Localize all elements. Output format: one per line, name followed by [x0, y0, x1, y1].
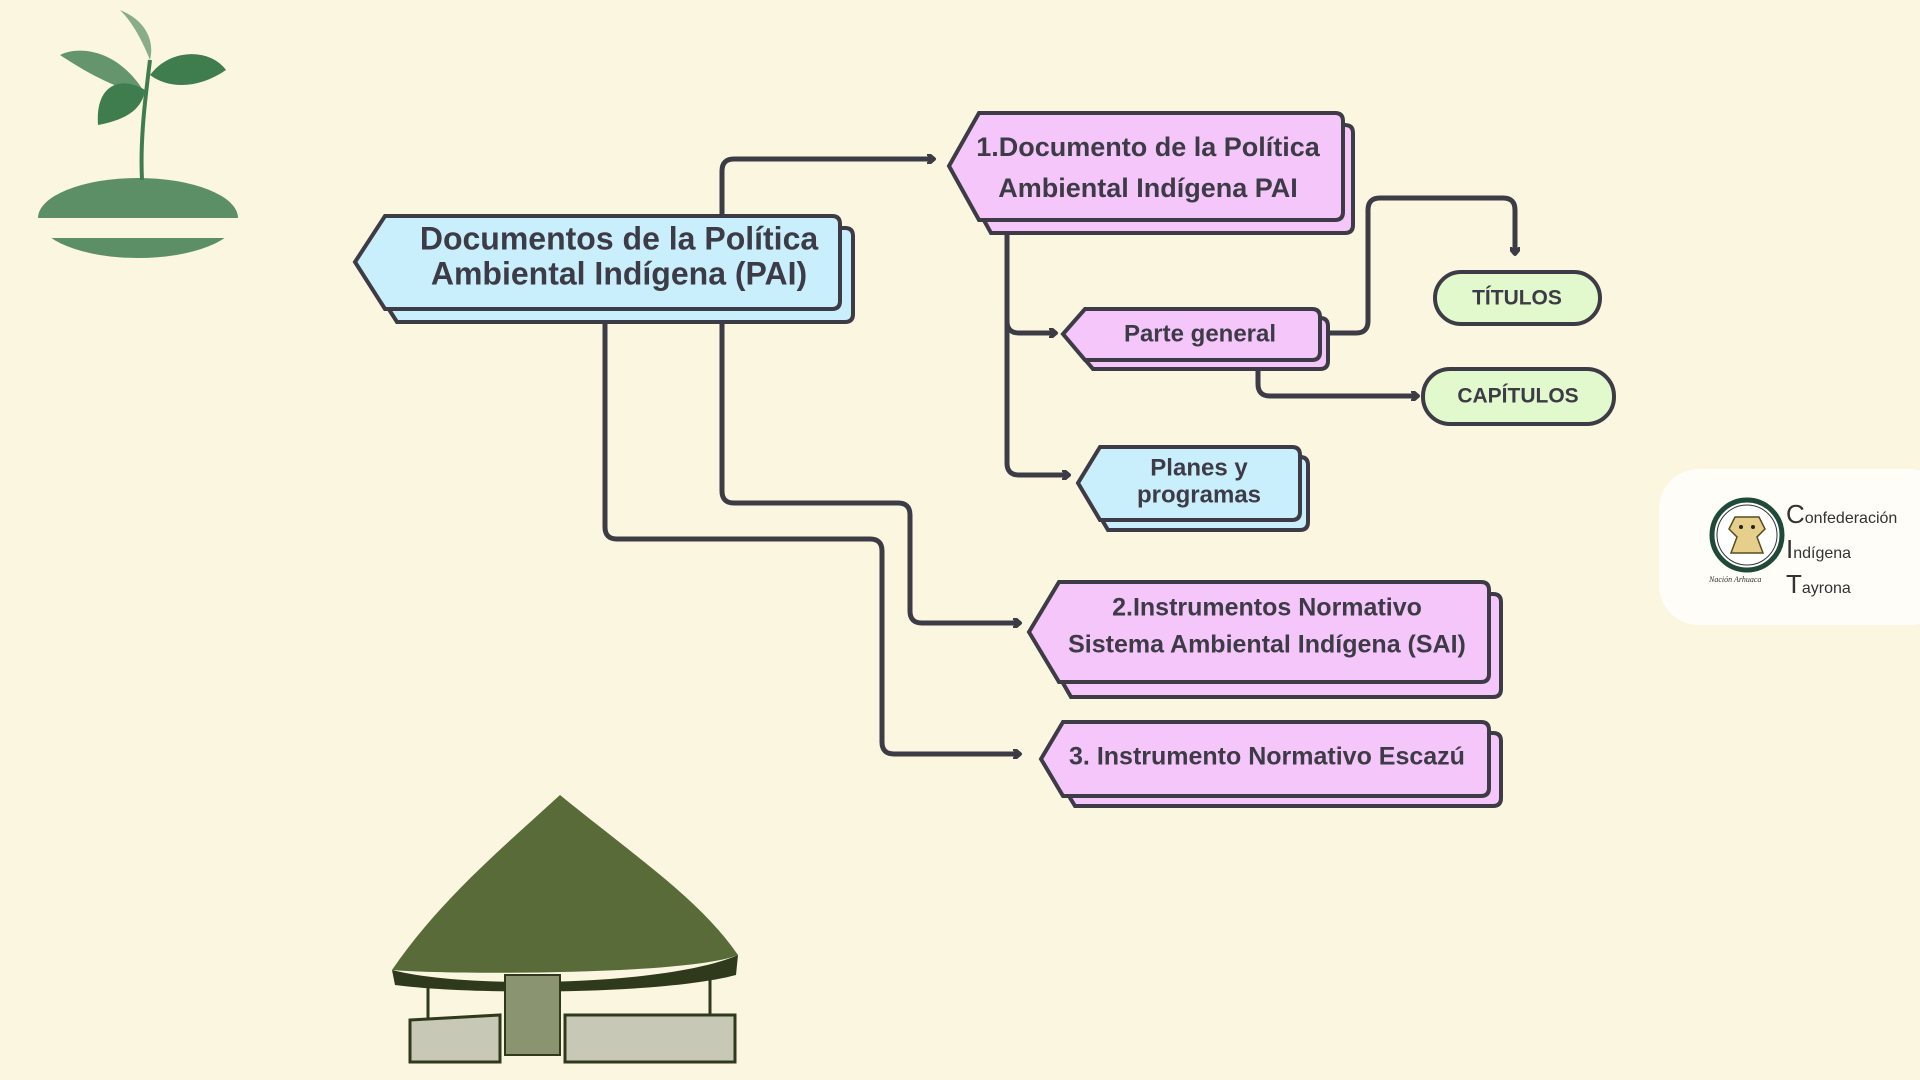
- planes-line2: programas: [1137, 481, 1261, 508]
- node-parte-general[interactable]: Parte general: [1060, 307, 1330, 371]
- node-capitulos[interactable]: CAPÍTULOS: [1421, 367, 1616, 426]
- root-node-line2: Ambiental Indígena (PAI): [431, 255, 807, 291]
- logo-initial-c: C: [1786, 499, 1805, 529]
- connector-node1-to-parte-general: [1004, 230, 1055, 333]
- logo-initial-i: I: [1786, 534, 1794, 564]
- root-node[interactable]: Documentos de la Política Ambiental Indí…: [352, 214, 855, 324]
- logo-initial-t: T: [1786, 569, 1802, 599]
- hut-illustration: [392, 795, 738, 1064]
- node1-line2: Ambiental Indígena PAI: [998, 173, 1298, 203]
- logo-caption: Nación Arhuaca: [1709, 575, 1762, 584]
- titulos-label: TÍTULOS: [1472, 287, 1562, 310]
- node-titulos[interactable]: TÍTULOS: [1433, 270, 1602, 326]
- node3-label: 3. Instrumento Normativo Escazú: [1069, 743, 1465, 771]
- node-planes-programas[interactable]: Planes y programas: [1075, 445, 1310, 532]
- logo-name: Confederación Indígena Tayrona: [1786, 499, 1897, 604]
- logo-word-indigena: ndígena: [1793, 545, 1852, 562]
- planes-line1: Planes y: [1150, 454, 1248, 481]
- node-instrumento-escazu[interactable]: 3. Instrumento Normativo Escazú: [1038, 720, 1503, 808]
- connector-parte-general-to-titulos: [1325, 195, 1515, 336]
- logo-word-tayrona: ayrona: [1801, 580, 1851, 597]
- connectors: [602, 159, 1515, 754]
- logo-word-confederacion: onfederación: [1804, 510, 1898, 527]
- connector-root-to-node1: [719, 159, 933, 219]
- node-instrumentos-sai[interactable]: 2.Instrumentos Normativo Sistema Ambient…: [1026, 580, 1503, 699]
- parte-general-label: Parte general: [1124, 320, 1276, 347]
- cit-logo: Nación Arhuaca Confederación Indígena Ta…: [1659, 469, 1920, 625]
- connector-root-to-node3: [602, 319, 1019, 754]
- connector-parte-general-to-capitulos: [1255, 364, 1417, 396]
- root-node-line1: Documentos de la Política: [420, 220, 819, 256]
- node-documento-pai[interactable]: 1.Documento de la Política Ambiental Ind…: [946, 111, 1355, 235]
- node2-line1: 2.Instrumentos Normativo: [1112, 594, 1422, 622]
- connector-node1-to-planes: [1004, 317, 1068, 475]
- capitulos-label: CAPÍTULOS: [1457, 385, 1578, 408]
- plant-illustration: [30, 10, 250, 258]
- node2-line2: Sistema Ambiental Indígena (SAI): [1068, 631, 1466, 659]
- arhuaco-emblem-icon: [1709, 497, 1785, 573]
- connector-root-to-node2: [719, 319, 1019, 623]
- node1-line1: 1.Documento de la Política: [976, 132, 1321, 162]
